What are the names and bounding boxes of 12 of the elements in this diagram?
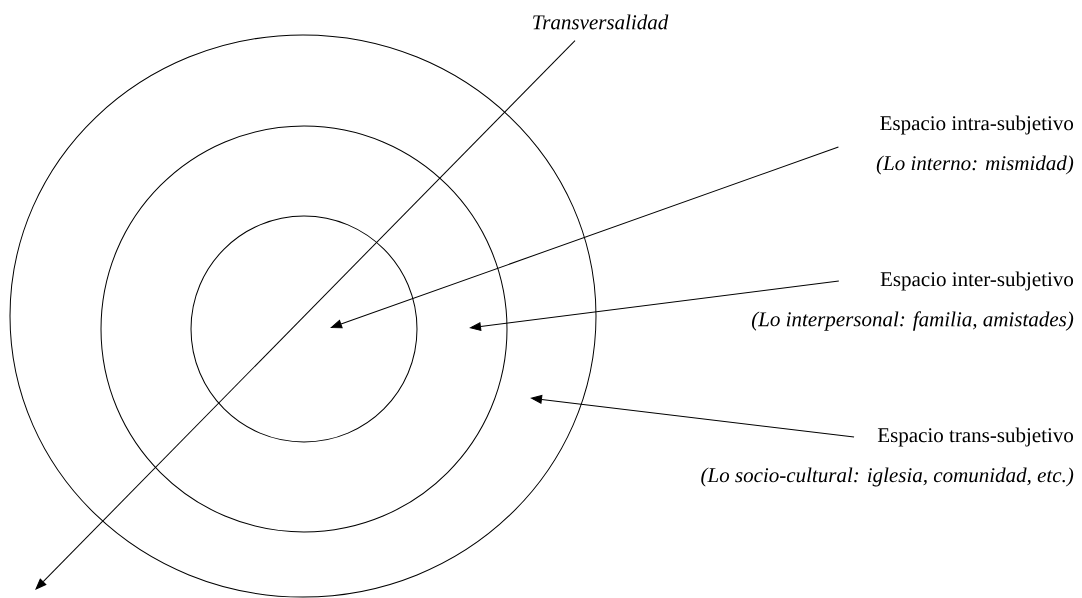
space-note: (Lo interno: mismidad) [876, 155, 1074, 175]
arrow [530, 395, 855, 438]
arrow [330, 146, 839, 329]
arrow [469, 280, 840, 331]
space-note: (Lo interpersonal: familia, amistades) [751, 311, 1074, 331]
space-heading: Espacio intra-subjetivo [880, 115, 1074, 135]
space-heading: Espacio inter-subjetivo [880, 271, 1074, 291]
space-note: (Lo socio-cultural: iglesia, comunidad, etc.) [701, 467, 1074, 487]
circle [190, 215, 418, 443]
axis-label: Transversalidad [533, 14, 669, 30]
circle [100, 125, 508, 533]
space-heading: Espacio trans-subjetivo [877, 427, 1074, 447]
